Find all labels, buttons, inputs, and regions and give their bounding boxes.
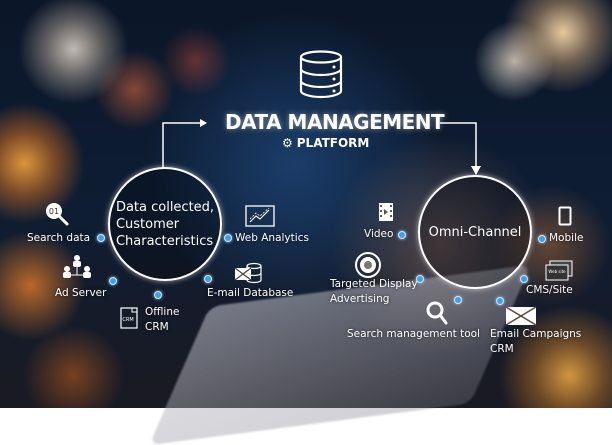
magnifier-icon (425, 300, 449, 330)
svg-text:CRM: CRM (122, 317, 133, 323)
connector-dot (224, 234, 232, 242)
gear-icon: ⚙ (282, 136, 293, 150)
target-ad-icon (355, 252, 381, 282)
connector-dot (538, 235, 546, 243)
hub-line-2: Customer (115, 216, 180, 232)
connector-dot (398, 231, 406, 239)
web-site-icon: Web site (545, 260, 573, 286)
email-database-label: E-mail Database (207, 287, 294, 299)
hub-line-3: Characteristics (115, 233, 214, 249)
page-title: DATA MANAGEMENT (225, 110, 445, 134)
email-crm-label: CRM (490, 343, 514, 355)
cms-site-label: CMS/Site (526, 284, 573, 296)
connector-dot (416, 275, 424, 283)
connector-dot (204, 275, 212, 283)
crm-document-icon: CRM (120, 307, 138, 333)
mobile-label: Mobile (549, 232, 584, 244)
svg-text:Web site: Web site (548, 269, 566, 274)
page-subtitle: ⚙ PLATFORM (282, 136, 369, 150)
video-label: Video (364, 228, 394, 240)
connector-dot (154, 291, 162, 299)
film-icon (378, 202, 394, 226)
advertising-label: Advertising (330, 293, 390, 305)
email-campaigns-label: Email Campaigns (490, 328, 582, 340)
subtitle-text: PLATFORM (296, 136, 370, 150)
database-icon (298, 50, 344, 104)
crm-label: CRM (145, 321, 169, 333)
search-data-label: Search data (27, 232, 91, 244)
svg-text:01: 01 (49, 207, 59, 216)
connector-dot (454, 296, 462, 304)
omni-channel-label: Omni-Channel (428, 224, 522, 240)
connector-dot (520, 275, 528, 283)
offline-label: Offline (145, 306, 180, 318)
connector-dot (496, 297, 504, 305)
mobile-icon (558, 206, 572, 230)
ad-server-label: Ad Server (55, 287, 107, 299)
search-01-icon: 01 (45, 202, 69, 230)
network-users-icon (62, 254, 92, 284)
search-management-label: Search management tool (347, 328, 480, 340)
data-collected-hub: Data collected, Customer Characteristics (108, 167, 222, 281)
omni-channel-hub: Omni-Channel (418, 175, 532, 289)
targeted-display-label: Targeted Display (330, 278, 418, 290)
hub-line-1: Data collected, (115, 199, 215, 215)
line-chart-icon (245, 205, 275, 231)
flow-arrows (0, 0, 612, 408)
connector-dot (97, 234, 105, 242)
email-database-icon (233, 262, 263, 288)
connector-dot (109, 277, 117, 285)
web-analytics-label: Web Analytics (235, 232, 309, 244)
envelope-icon (505, 306, 537, 330)
